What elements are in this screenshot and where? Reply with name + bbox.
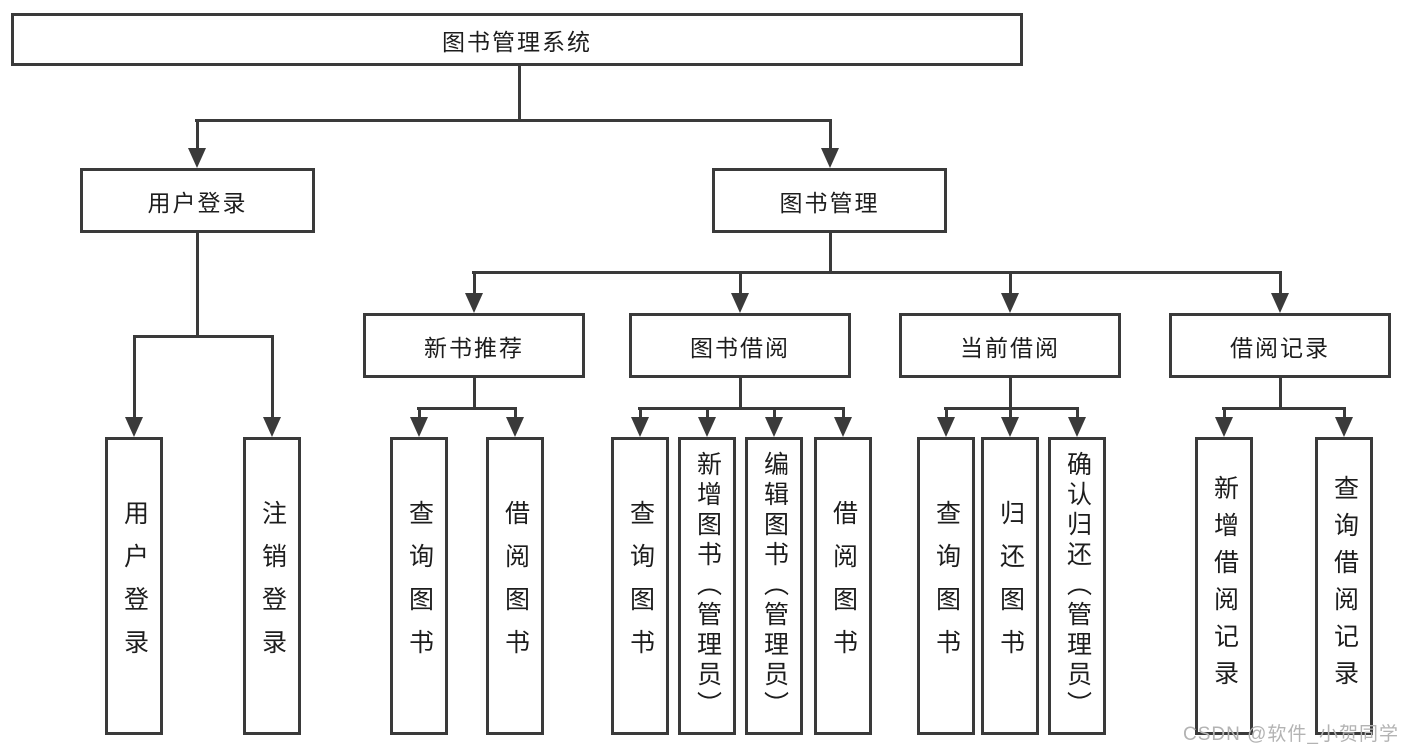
connector-line: [739, 378, 742, 408]
arrow-down-icon: [631, 417, 649, 437]
connector-line: [195, 119, 832, 122]
arrow-down-icon: [1001, 417, 1019, 437]
node-label: 图书管理: [779, 189, 880, 216]
leaf-label: 注销登录: [258, 500, 287, 672]
node-label: 图书借阅: [690, 334, 790, 361]
arrow-down-icon: [821, 148, 839, 168]
node-library-management-system: 图书管理系统: [11, 13, 1023, 66]
arrow-down-icon: [1068, 417, 1086, 437]
connector-line: [1009, 407, 1012, 419]
connector-line: [271, 335, 274, 419]
connector-line: [472, 271, 1282, 274]
arrow-down-icon: [465, 293, 483, 313]
connector-line: [1009, 378, 1012, 408]
connector-line: [829, 119, 832, 150]
arrow-down-icon: [125, 417, 143, 437]
node-label: 用户登录: [147, 189, 248, 216]
arrow-down-icon: [1215, 417, 1233, 437]
arrow-down-icon: [410, 417, 428, 437]
leaf-query-books-recommend: 查询图书: [390, 437, 448, 735]
leaf-confirm-return-admin: 确认归还（管理员）: [1048, 437, 1106, 735]
arrow-down-icon: [937, 417, 955, 437]
connector-line: [133, 335, 136, 419]
leaf-query-books-borrowing: 查询图书: [611, 437, 669, 735]
leaf-label: 新增借阅记录: [1210, 475, 1239, 697]
connector-line: [133, 335, 274, 338]
node-borrowing-records: 借阅记录: [1169, 313, 1391, 378]
leaf-add-borrow-record: 新增借阅记录: [1195, 437, 1253, 735]
leaf-borrow-books-recommend: 借阅图书: [486, 437, 544, 735]
arrow-down-icon: [834, 417, 852, 437]
arrow-down-icon: [698, 417, 716, 437]
arrow-down-icon: [765, 417, 783, 437]
connector-line: [1076, 407, 1079, 419]
connector-line: [1343, 407, 1346, 419]
connector-line: [842, 407, 845, 419]
leaf-edit-book-admin: 编辑图书（管理员）: [745, 437, 803, 735]
leaf-label: 新增图书（管理员）: [693, 451, 722, 721]
connector-line: [1009, 271, 1012, 295]
leaf-add-book-admin: 新增图书（管理员）: [678, 437, 736, 735]
node-user-login: 用户登录: [80, 168, 315, 233]
csdn-watermark: CSDN @软件_小贺同学: [1183, 724, 1399, 745]
connector-line: [1279, 271, 1282, 295]
leaf-label: 编辑图书（管理员）: [760, 451, 789, 721]
leaf-label: 查询图书: [405, 500, 434, 672]
connector-line: [518, 66, 521, 122]
leaf-logout: 注销登录: [243, 437, 301, 735]
node-label: 借阅记录: [1230, 334, 1330, 361]
leaf-label: 归还图书: [996, 500, 1025, 672]
connector-line: [514, 407, 517, 419]
arrow-down-icon: [1335, 417, 1353, 437]
connector-line: [418, 407, 421, 419]
connector-line: [1223, 407, 1226, 419]
leaf-label: 用户登录: [120, 500, 149, 672]
connector-line: [196, 119, 199, 150]
connector-line: [945, 407, 948, 419]
leaf-label: 借阅图书: [501, 500, 530, 672]
connector-line: [638, 407, 845, 410]
leaf-label: 确认归还（管理员）: [1063, 451, 1092, 721]
leaf-return-book: 归还图书: [981, 437, 1039, 735]
arrow-down-icon: [506, 417, 524, 437]
connector-line: [1279, 378, 1282, 408]
leaf-label: 查询图书: [626, 500, 655, 672]
connector-line: [639, 407, 642, 419]
arrow-down-icon: [188, 148, 206, 168]
connector-line: [473, 378, 476, 408]
arrow-down-icon: [731, 293, 749, 313]
connector-line: [196, 233, 199, 337]
connector-line: [739, 271, 742, 295]
leaf-label: 借阅图书: [829, 500, 858, 672]
connector-line: [417, 407, 517, 410]
node-new-book-recommendation: 新书推荐: [363, 313, 585, 378]
connector-line: [773, 407, 776, 419]
node-book-borrowing: 图书借阅: [629, 313, 851, 378]
connector-line: [473, 271, 476, 295]
node-book-management: 图书管理: [712, 168, 947, 233]
leaf-user-login: 用户登录: [105, 437, 163, 735]
leaf-query-borrow-record: 查询借阅记录: [1315, 437, 1373, 735]
node-label: 当前借阅: [960, 334, 1060, 361]
arrow-down-icon: [263, 417, 281, 437]
connector-line: [706, 407, 709, 419]
node-label: 新书推荐: [424, 334, 524, 361]
arrow-down-icon: [1271, 293, 1289, 313]
arrow-down-icon: [1001, 293, 1019, 313]
connector-line: [829, 233, 832, 273]
leaf-label: 查询图书: [932, 500, 961, 672]
node-label: 图书管理系统: [442, 28, 592, 55]
leaf-borrow-book: 借阅图书: [814, 437, 872, 735]
leaf-label: 查询借阅记录: [1330, 475, 1359, 697]
connector-line: [1222, 407, 1346, 410]
leaf-query-books-current: 查询图书: [917, 437, 975, 735]
node-current-borrowing: 当前借阅: [899, 313, 1121, 378]
